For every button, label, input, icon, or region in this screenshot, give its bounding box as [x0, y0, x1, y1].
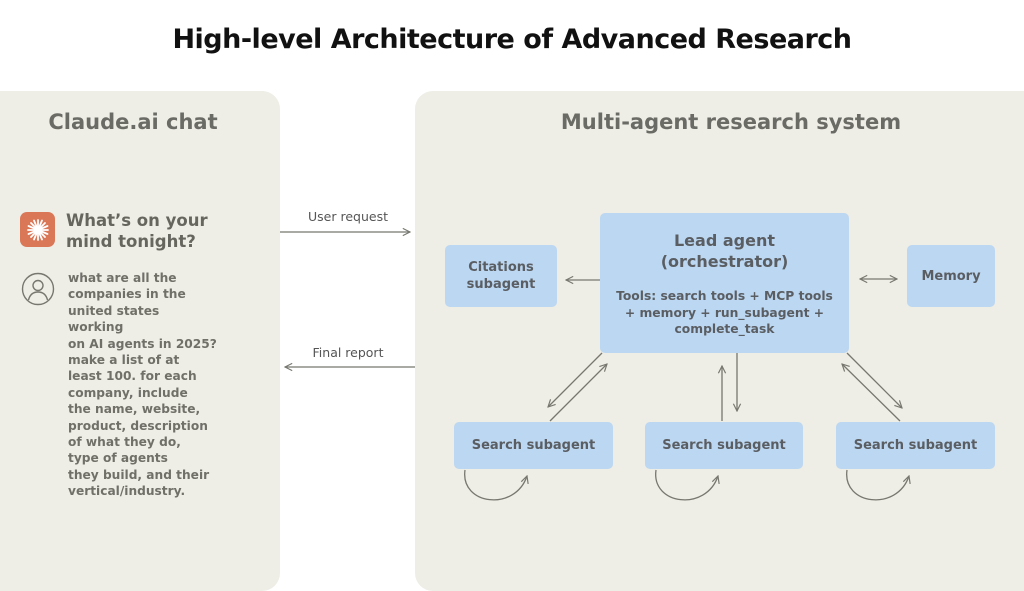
user-avatar-icon — [21, 272, 55, 310]
lead-agent-box: Lead agent (orchestrator) Tools: search … — [600, 213, 849, 353]
diagram-title: High-level Architecture of Advanced Rese… — [172, 24, 852, 55]
prompt-heading: What’s on your mind tonight? — [66, 211, 208, 251]
final-report-label: Final report — [312, 345, 384, 360]
claude-starburst-icon — [20, 212, 55, 247]
lead-agent-title: Lead agent (orchestrator) — [660, 231, 789, 271]
search-3-loop-arrow — [846, 469, 909, 501]
search-3-to-lead-arrow — [842, 364, 901, 422]
user-request-label: User request — [308, 209, 388, 224]
lead-to-search-1-arrow — [548, 352, 603, 407]
search-1-loop-arrow — [464, 469, 527, 501]
search-subagent-box: Search subagent — [645, 422, 803, 469]
claude-chat-panel — [0, 91, 280, 591]
search-1-to-lead-arrow — [549, 364, 607, 422]
memory-box: Memory — [907, 245, 995, 307]
lead-to-search-3-arrow — [846, 352, 902, 408]
citations-subagent-box: Citations subagent — [445, 245, 557, 307]
multi-agent-title: Multi-agent research system — [560, 110, 902, 134]
search-subagent-box: Search subagent — [454, 422, 613, 469]
search-subagent-box: Search subagent — [836, 422, 995, 469]
search-2-loop-arrow — [655, 469, 718, 501]
user-message: what are all the companies in the united… — [68, 271, 217, 499]
claude-chat-title: Claude.ai chat — [48, 110, 218, 134]
arrows-layer — [280, 0, 1024, 501]
lead-agent-tools: Tools: search tools + MCP tools + memory… — [616, 289, 833, 336]
